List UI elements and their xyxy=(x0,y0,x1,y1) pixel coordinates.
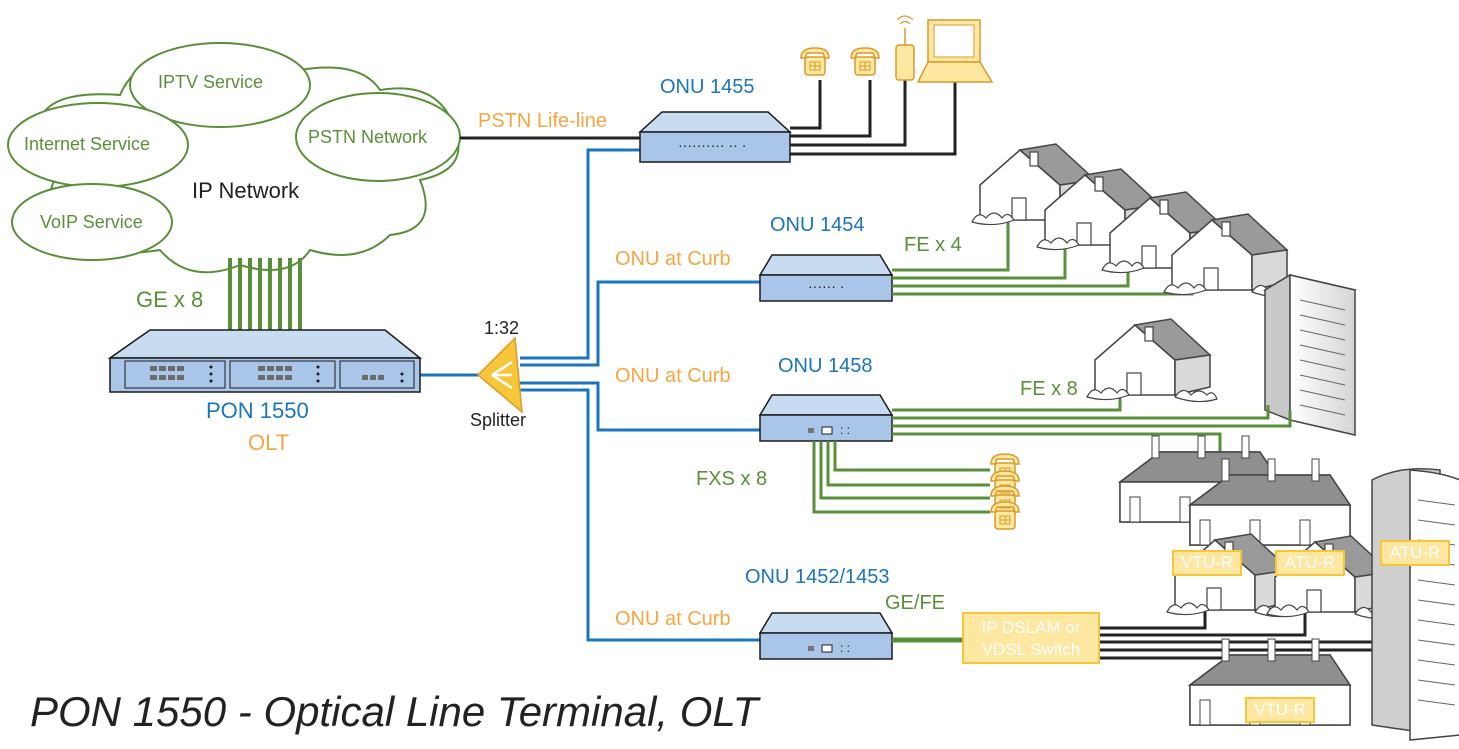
svg-text:: :: : : xyxy=(840,641,850,655)
house-icon xyxy=(1086,318,1218,403)
onu-1454-location: ONU at Curb xyxy=(615,248,731,270)
dslam-line2: VDSL Switch xyxy=(981,640,1081,659)
splitter-icon xyxy=(476,336,523,414)
pstn-lifeline-label: PSTN Life-line xyxy=(478,110,607,132)
svg-text:······ ·: ······ · xyxy=(808,278,845,294)
vtu-r-label: VTU-R xyxy=(1172,550,1242,576)
ge-uplinks xyxy=(228,258,302,330)
ip-network-cloud xyxy=(7,42,461,274)
onu-1454-name: ONU 1454 xyxy=(770,214,865,236)
voip-service-cloud xyxy=(11,183,173,261)
onu-1458-fxs-cables xyxy=(812,441,990,514)
ip-network-title: IP Network xyxy=(192,178,300,203)
phone-icon xyxy=(990,501,1020,530)
atu-r-label: ATU-R xyxy=(1275,550,1345,576)
splitter-ratio: 1:32 xyxy=(484,318,520,338)
atu-r-tower-label: ATU-R xyxy=(1380,540,1450,566)
onu-1458-fe-ports: FE x 8 xyxy=(1020,378,1078,400)
fiber-links xyxy=(420,148,760,642)
onu-1452-1453-uplink: GE/FE xyxy=(885,592,946,614)
svg-text:: :: : : xyxy=(840,423,850,437)
internet-service-label: Internet Service xyxy=(24,134,151,154)
dslam-line1: IP DSLAM or xyxy=(981,618,1081,637)
onu-1454-device: ······ · xyxy=(759,254,893,302)
onu-1455-name: ONU 1455 xyxy=(660,76,755,98)
onu-1458-device: : : xyxy=(759,394,893,442)
vtu-r-rowhouse-label: VTU-R xyxy=(1245,697,1315,723)
phone-icon xyxy=(850,47,880,76)
iptv-service-cloud xyxy=(129,42,311,128)
onu-1455-device: ·········· ·· · xyxy=(638,111,792,163)
laptop-icon xyxy=(916,19,994,83)
olt-device xyxy=(107,329,423,393)
onu-1452-1453-name: ONU 1452/1453 xyxy=(745,566,890,588)
onu-1458-location: ONU at Curb xyxy=(615,365,731,387)
svg-text:·········· ·· ·: ·········· ·· · xyxy=(678,137,746,153)
onu-1452-1453-device: : : xyxy=(759,612,893,660)
onu-1454-ports: FE x 4 xyxy=(904,234,962,256)
tower-building-icon xyxy=(1371,468,1459,741)
onu-1458-fxs-ports: FXS x 8 xyxy=(696,468,768,490)
diagram-caption: PON 1550 - Optical Line Terminal, OLT xyxy=(30,688,759,735)
office-building-icon xyxy=(1263,273,1357,436)
onu-1458-name: ONU 1458 xyxy=(778,355,873,377)
olt-role: OLT xyxy=(248,430,290,455)
onu-1455-cables xyxy=(790,80,957,156)
pstn-network-label: PSTN Network xyxy=(308,127,428,147)
onu-1452-1453-location: ONU at Curb xyxy=(615,608,731,630)
splitter-label: Splitter xyxy=(470,410,527,430)
wifi-router-icon xyxy=(895,15,915,81)
ge-count-label: GE x 8 xyxy=(136,287,204,312)
voip-service-label: VoIP Service xyxy=(40,212,143,232)
olt-name: PON 1550 xyxy=(206,398,309,423)
ip-dslam-box: IP DSLAM or VDSL Switch xyxy=(962,612,1100,664)
phone-icon xyxy=(800,47,830,76)
iptv-service-label: IPTV Service xyxy=(158,72,264,92)
